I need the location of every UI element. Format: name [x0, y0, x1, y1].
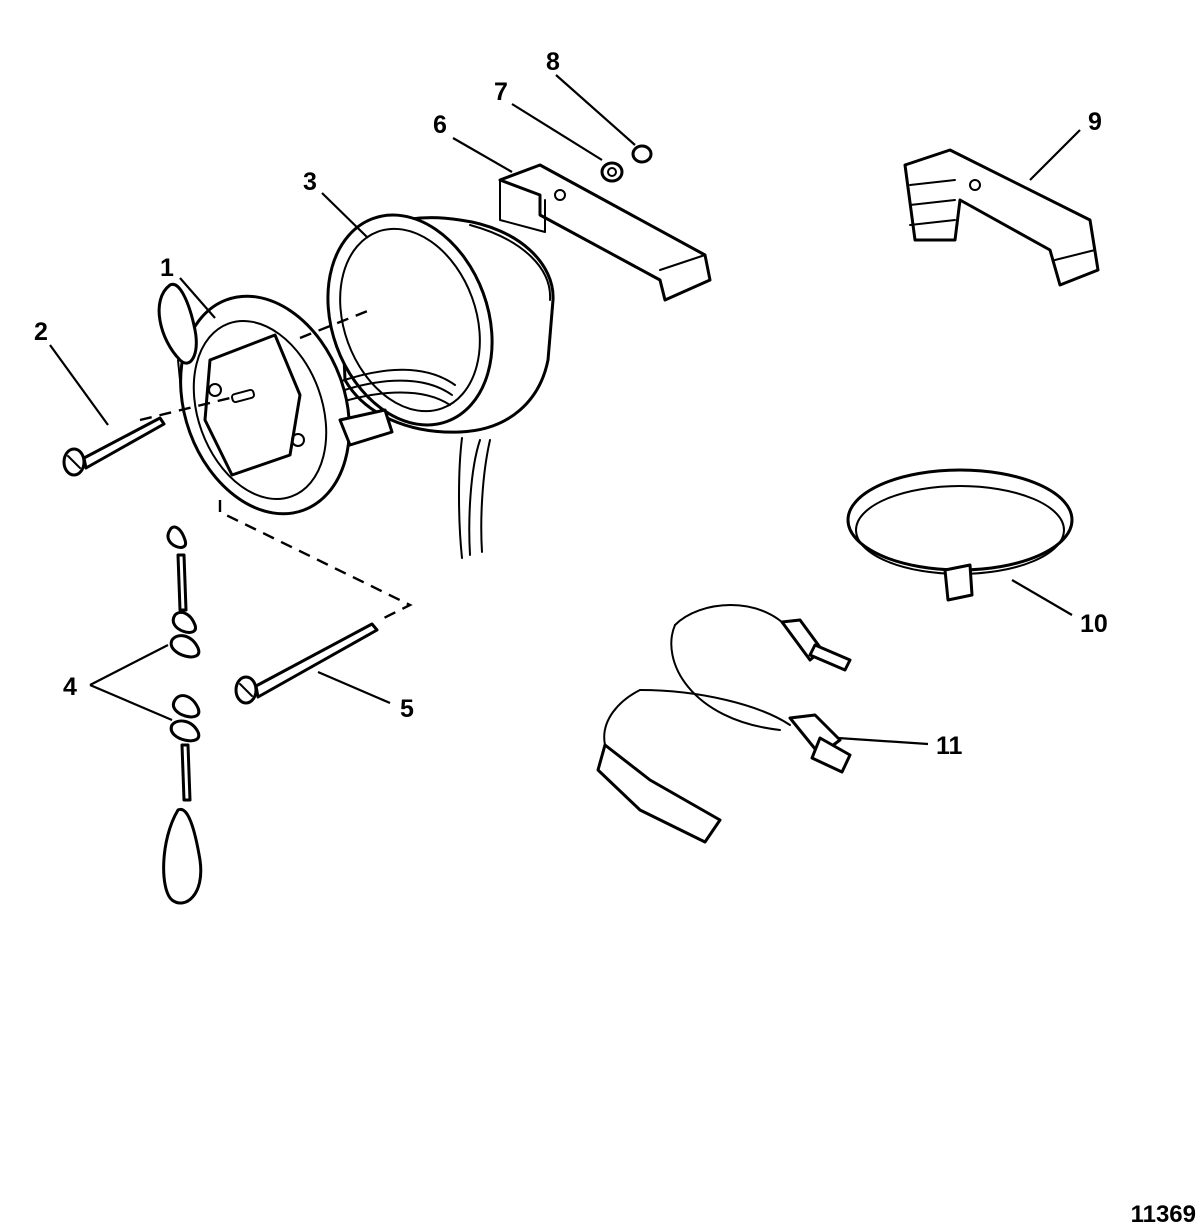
callout-5: 5 — [400, 695, 414, 723]
alignment-line-top — [299, 308, 371, 340]
alignment-line-screw-5 — [218, 500, 413, 622]
leader-9 — [1029, 129, 1081, 181]
figure-id: 11369 — [1131, 1201, 1196, 1228]
callout-2: 2 — [34, 318, 48, 346]
gauge-bezel — [179, 294, 394, 516]
leader-4b — [89, 683, 173, 722]
leader-8 — [555, 74, 636, 146]
leader-3 — [321, 192, 369, 239]
callout-9: 9 — [1088, 108, 1102, 136]
leader-5 — [317, 670, 391, 705]
nut-8 — [631, 144, 653, 164]
callout-11: 11 — [936, 732, 963, 760]
leader-1 — [179, 277, 216, 319]
screw-5 — [234, 622, 379, 705]
leader-2 — [49, 344, 109, 426]
lanyard-cord — [157, 282, 203, 905]
leader-10 — [1011, 579, 1073, 616]
callout-8: 8 — [546, 48, 560, 76]
screw-2 — [62, 416, 166, 477]
alignment-line-screw-2 — [139, 396, 231, 422]
bracket-6 — [498, 163, 712, 302]
hose-clamp-10 — [846, 468, 1074, 602]
leader-11 — [837, 736, 929, 746]
callout-10: 10 — [1080, 610, 1108, 638]
callout-3: 3 — [303, 168, 317, 196]
callout-1: 1 — [160, 254, 174, 282]
clip-bracket-9 — [903, 148, 1100, 287]
callout-7: 7 — [494, 78, 508, 106]
leader-7 — [511, 103, 603, 161]
callout-4: 4 — [63, 673, 77, 701]
leader-6 — [452, 137, 513, 173]
leader-4a — [89, 644, 169, 686]
callout-6: 6 — [433, 111, 447, 139]
sensor-harness-11 — [596, 604, 852, 844]
washer-7 — [600, 161, 624, 183]
